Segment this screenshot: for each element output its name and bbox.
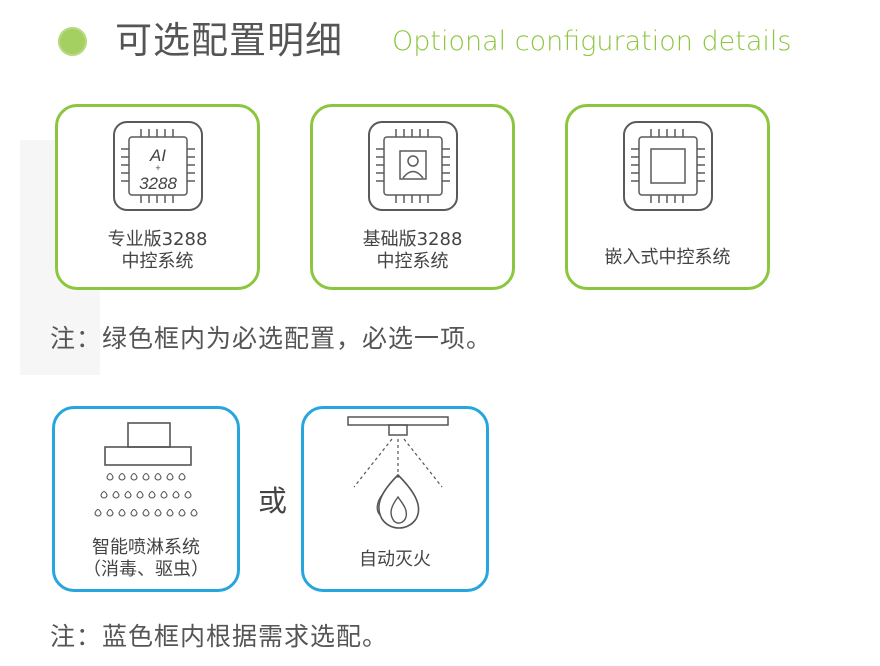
page-title: 可选配置明细 [115, 19, 343, 62]
chip-ai-3288-icon: AI + 3288 [113, 121, 203, 211]
option-label: 嵌入式中控系统 [604, 247, 731, 268]
note-optional: 注：蓝色框内根据需求选配。 [50, 622, 389, 651]
svg-text:3288: 3288 [139, 174, 177, 193]
spray-nozzle-icon [94, 422, 198, 517]
chip-portrait-icon [368, 121, 458, 211]
option-card-embedded[interactable]: 嵌入式中控系统 [565, 104, 770, 290]
option-label: 自动灭火 [359, 549, 431, 570]
option-card-fire-extinguish[interactable]: 自动灭火 [301, 406, 489, 592]
title-bullet-icon [58, 27, 87, 56]
fire-sprinkler-icon [347, 416, 449, 529]
chip-blank-icon [623, 121, 713, 211]
option-card-pro-3288[interactable]: AI + 3288 专业版3288 中控系统 [55, 104, 260, 290]
svg-text:AI: AI [149, 146, 166, 165]
option-card-basic-3288[interactable]: 基础版3288 中控系统 [310, 104, 515, 290]
option-card-spray[interactable]: 智能喷淋系统 （消毒、驱虫） [52, 406, 240, 592]
note-required: 注：绿色框内为必选配置，必选一项。 [50, 324, 493, 353]
option-label: 智能喷淋系统 （消毒、驱虫） [83, 537, 209, 580]
or-separator: 或 [258, 484, 288, 518]
svg-text:+: + [155, 163, 160, 173]
option-label: 专业版3288 中控系统 [107, 229, 208, 272]
page-subtitle: Optional configuration details [392, 26, 792, 57]
option-label: 基础版3288 中控系统 [362, 229, 463, 272]
